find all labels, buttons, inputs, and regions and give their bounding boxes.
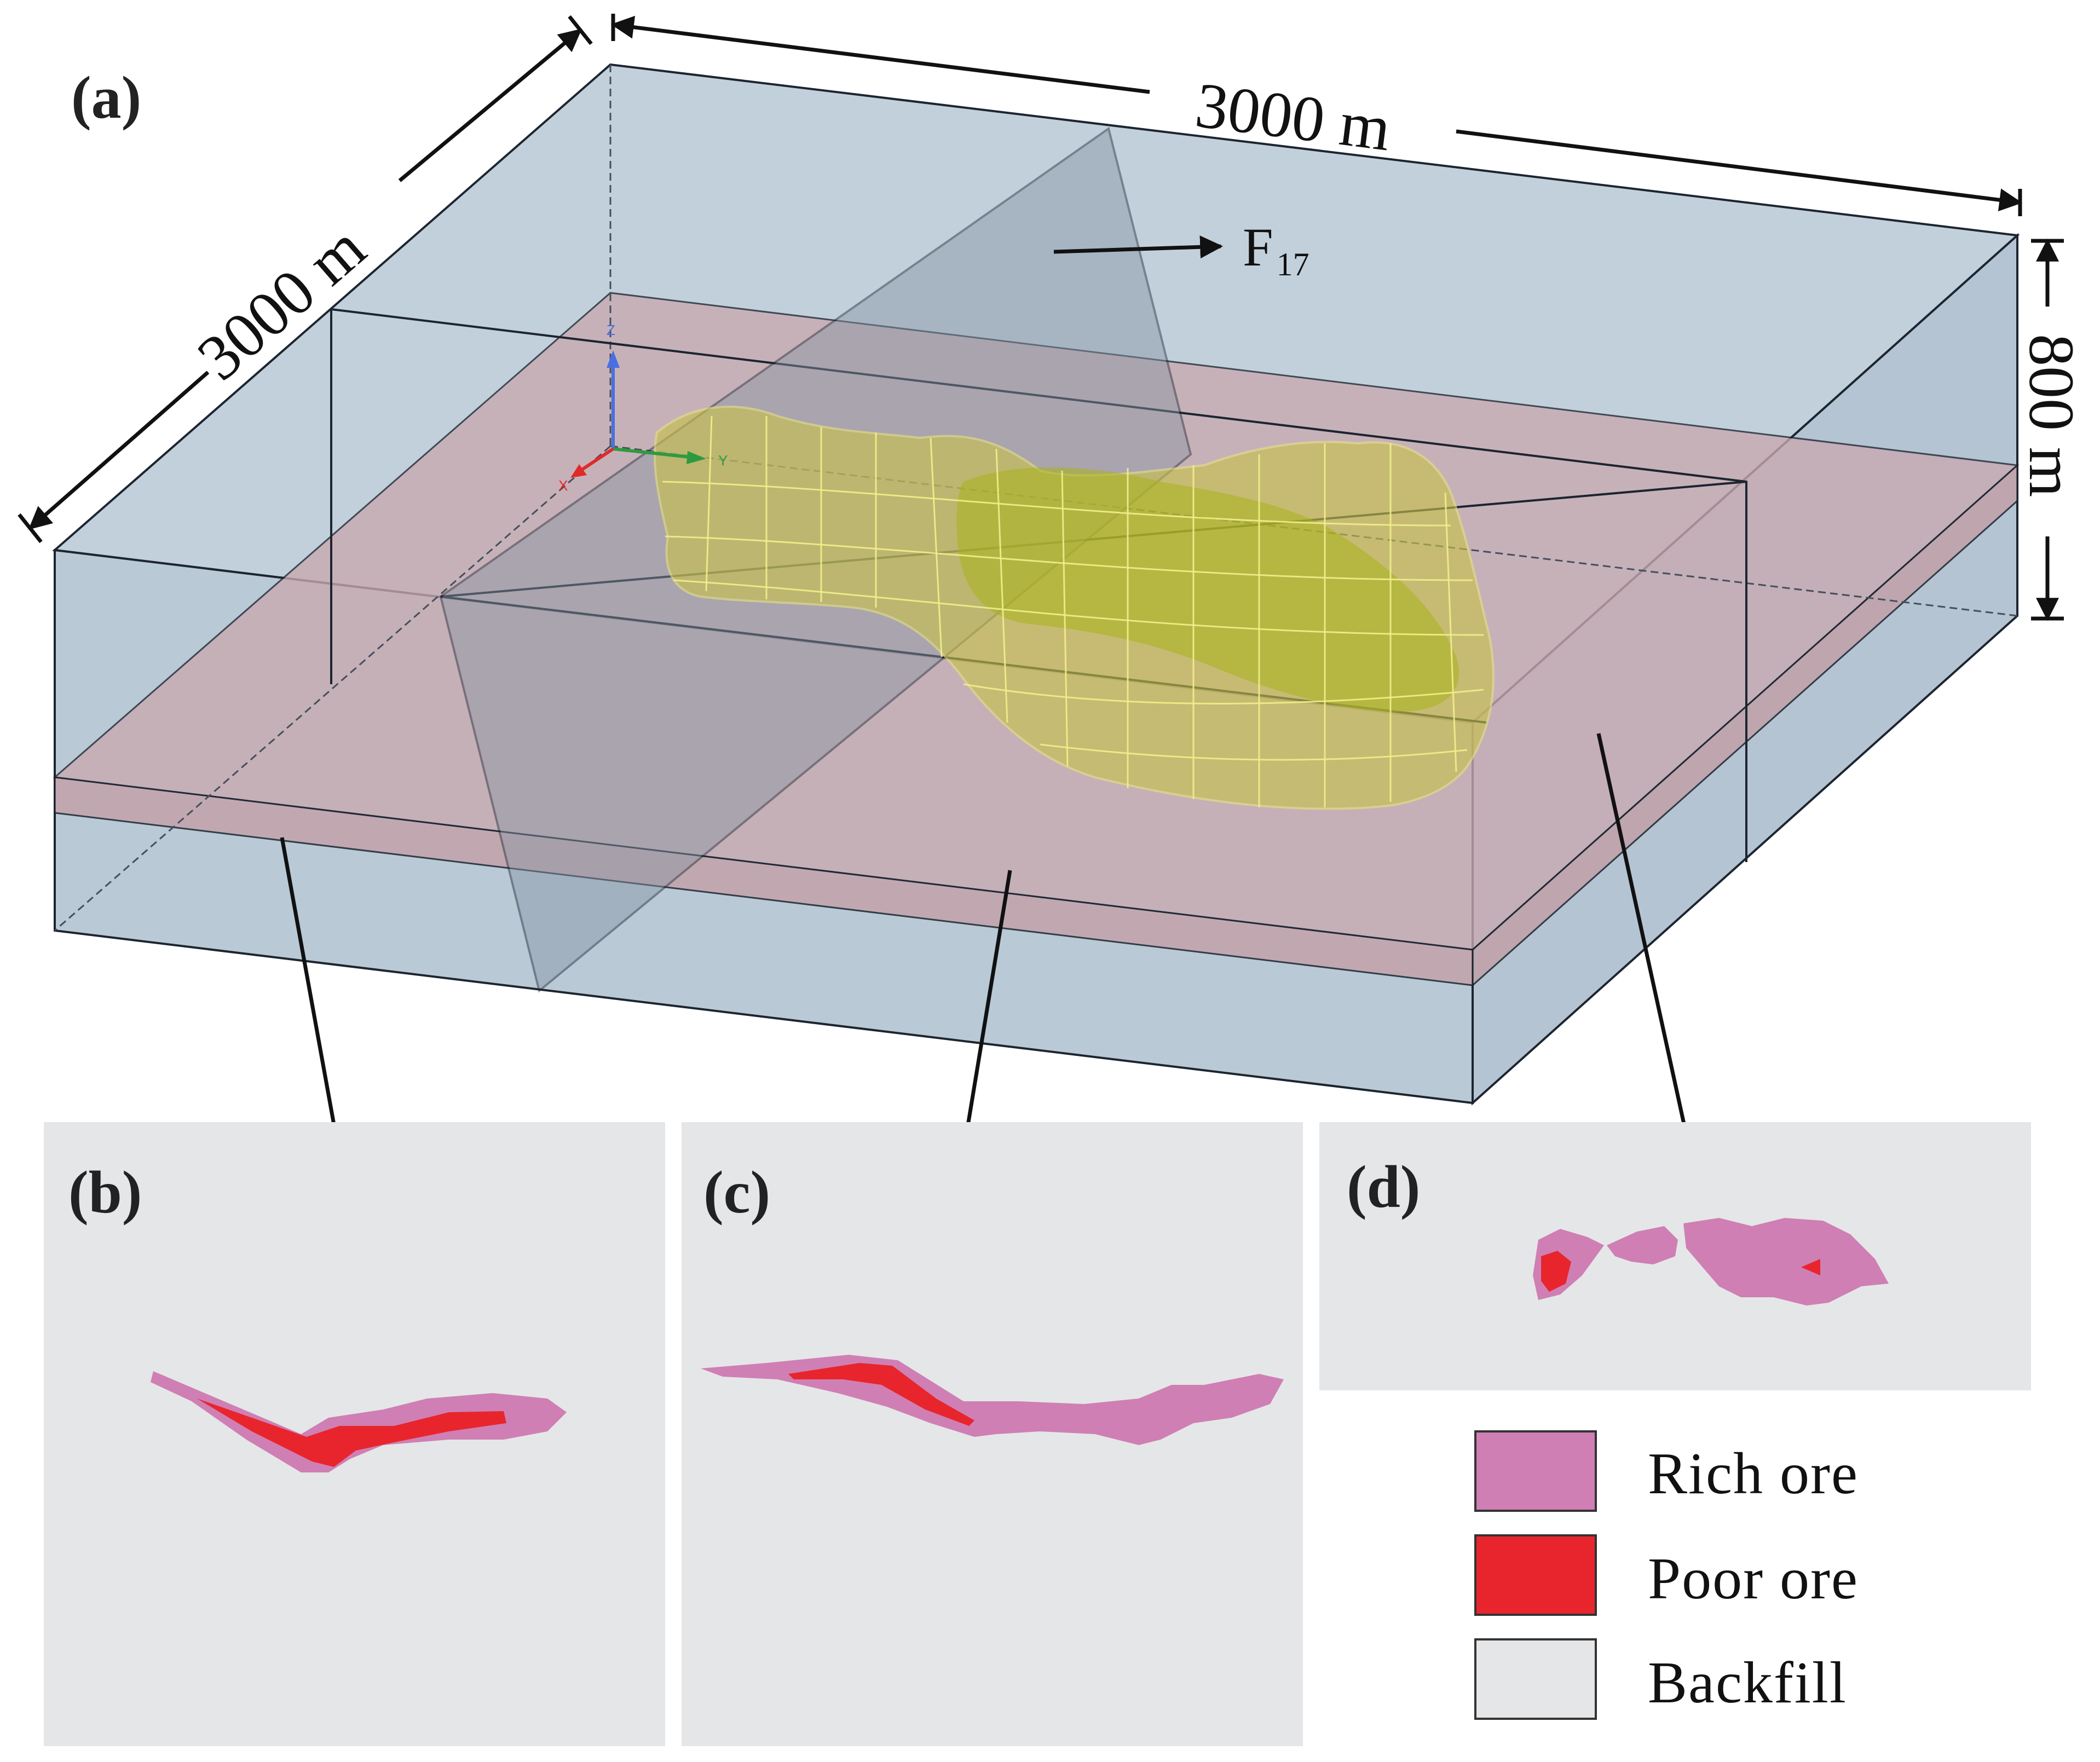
panel-c-section: (c) [682, 1122, 1303, 1746]
panel-d-label: (d) [1347, 1153, 1420, 1220]
panel-d-poor-ore-right [1801, 1259, 1820, 1275]
axis-triad: Z Y X [558, 322, 728, 494]
panel-b-label: (b) [68, 1159, 142, 1226]
axis-y-label: Y [718, 452, 728, 469]
legend-swatch-poor-ore [1474, 1534, 1597, 1616]
panel-c-label: (c) [703, 1159, 770, 1226]
legend-label-poor-ore: Poor ore [1648, 1546, 1859, 1611]
ore-layer-side [1472, 463, 2018, 987]
dim-width-arrow-bottom [28, 371, 210, 530]
panel-d-poor-ore-left [1541, 1251, 1571, 1292]
legend: Rich ore Poor ore Backfill [1474, 1430, 1859, 1720]
panel-b-poor-ore [197, 1399, 506, 1467]
axis-x-label: X [558, 477, 568, 494]
panel-b-rich-ore [151, 1371, 567, 1472]
panel-d-rich-ore-right [1683, 1218, 1889, 1305]
legend-label-backfill: Backfill [1648, 1650, 1847, 1715]
dim-length-arrow-left [610, 15, 1150, 94]
dim-depth-label: 800 m [2016, 334, 2087, 497]
panel-d-section: (d) [1319, 1122, 2031, 1390]
ore-body [654, 406, 1495, 810]
legend-swatch-backfill [1474, 1638, 1597, 1720]
axis-z-label: Z [607, 322, 615, 338]
dim-width-arrow-top [398, 28, 582, 182]
fault-arrow [1053, 235, 1224, 259]
panel-b-section: (b) [44, 1122, 665, 1746]
panel-d-rich-ore-middle [1607, 1226, 1678, 1264]
panel-c-poor-ore [788, 1363, 974, 1426]
legend-swatch-rich-ore [1474, 1430, 1597, 1512]
panel-a-label: (a) [71, 64, 141, 131]
section-arrow-d [1596, 733, 1701, 1174]
dim-length-arrow-right [1456, 129, 2023, 212]
legend-label-rich-ore: Rich ore [1648, 1441, 1859, 1506]
